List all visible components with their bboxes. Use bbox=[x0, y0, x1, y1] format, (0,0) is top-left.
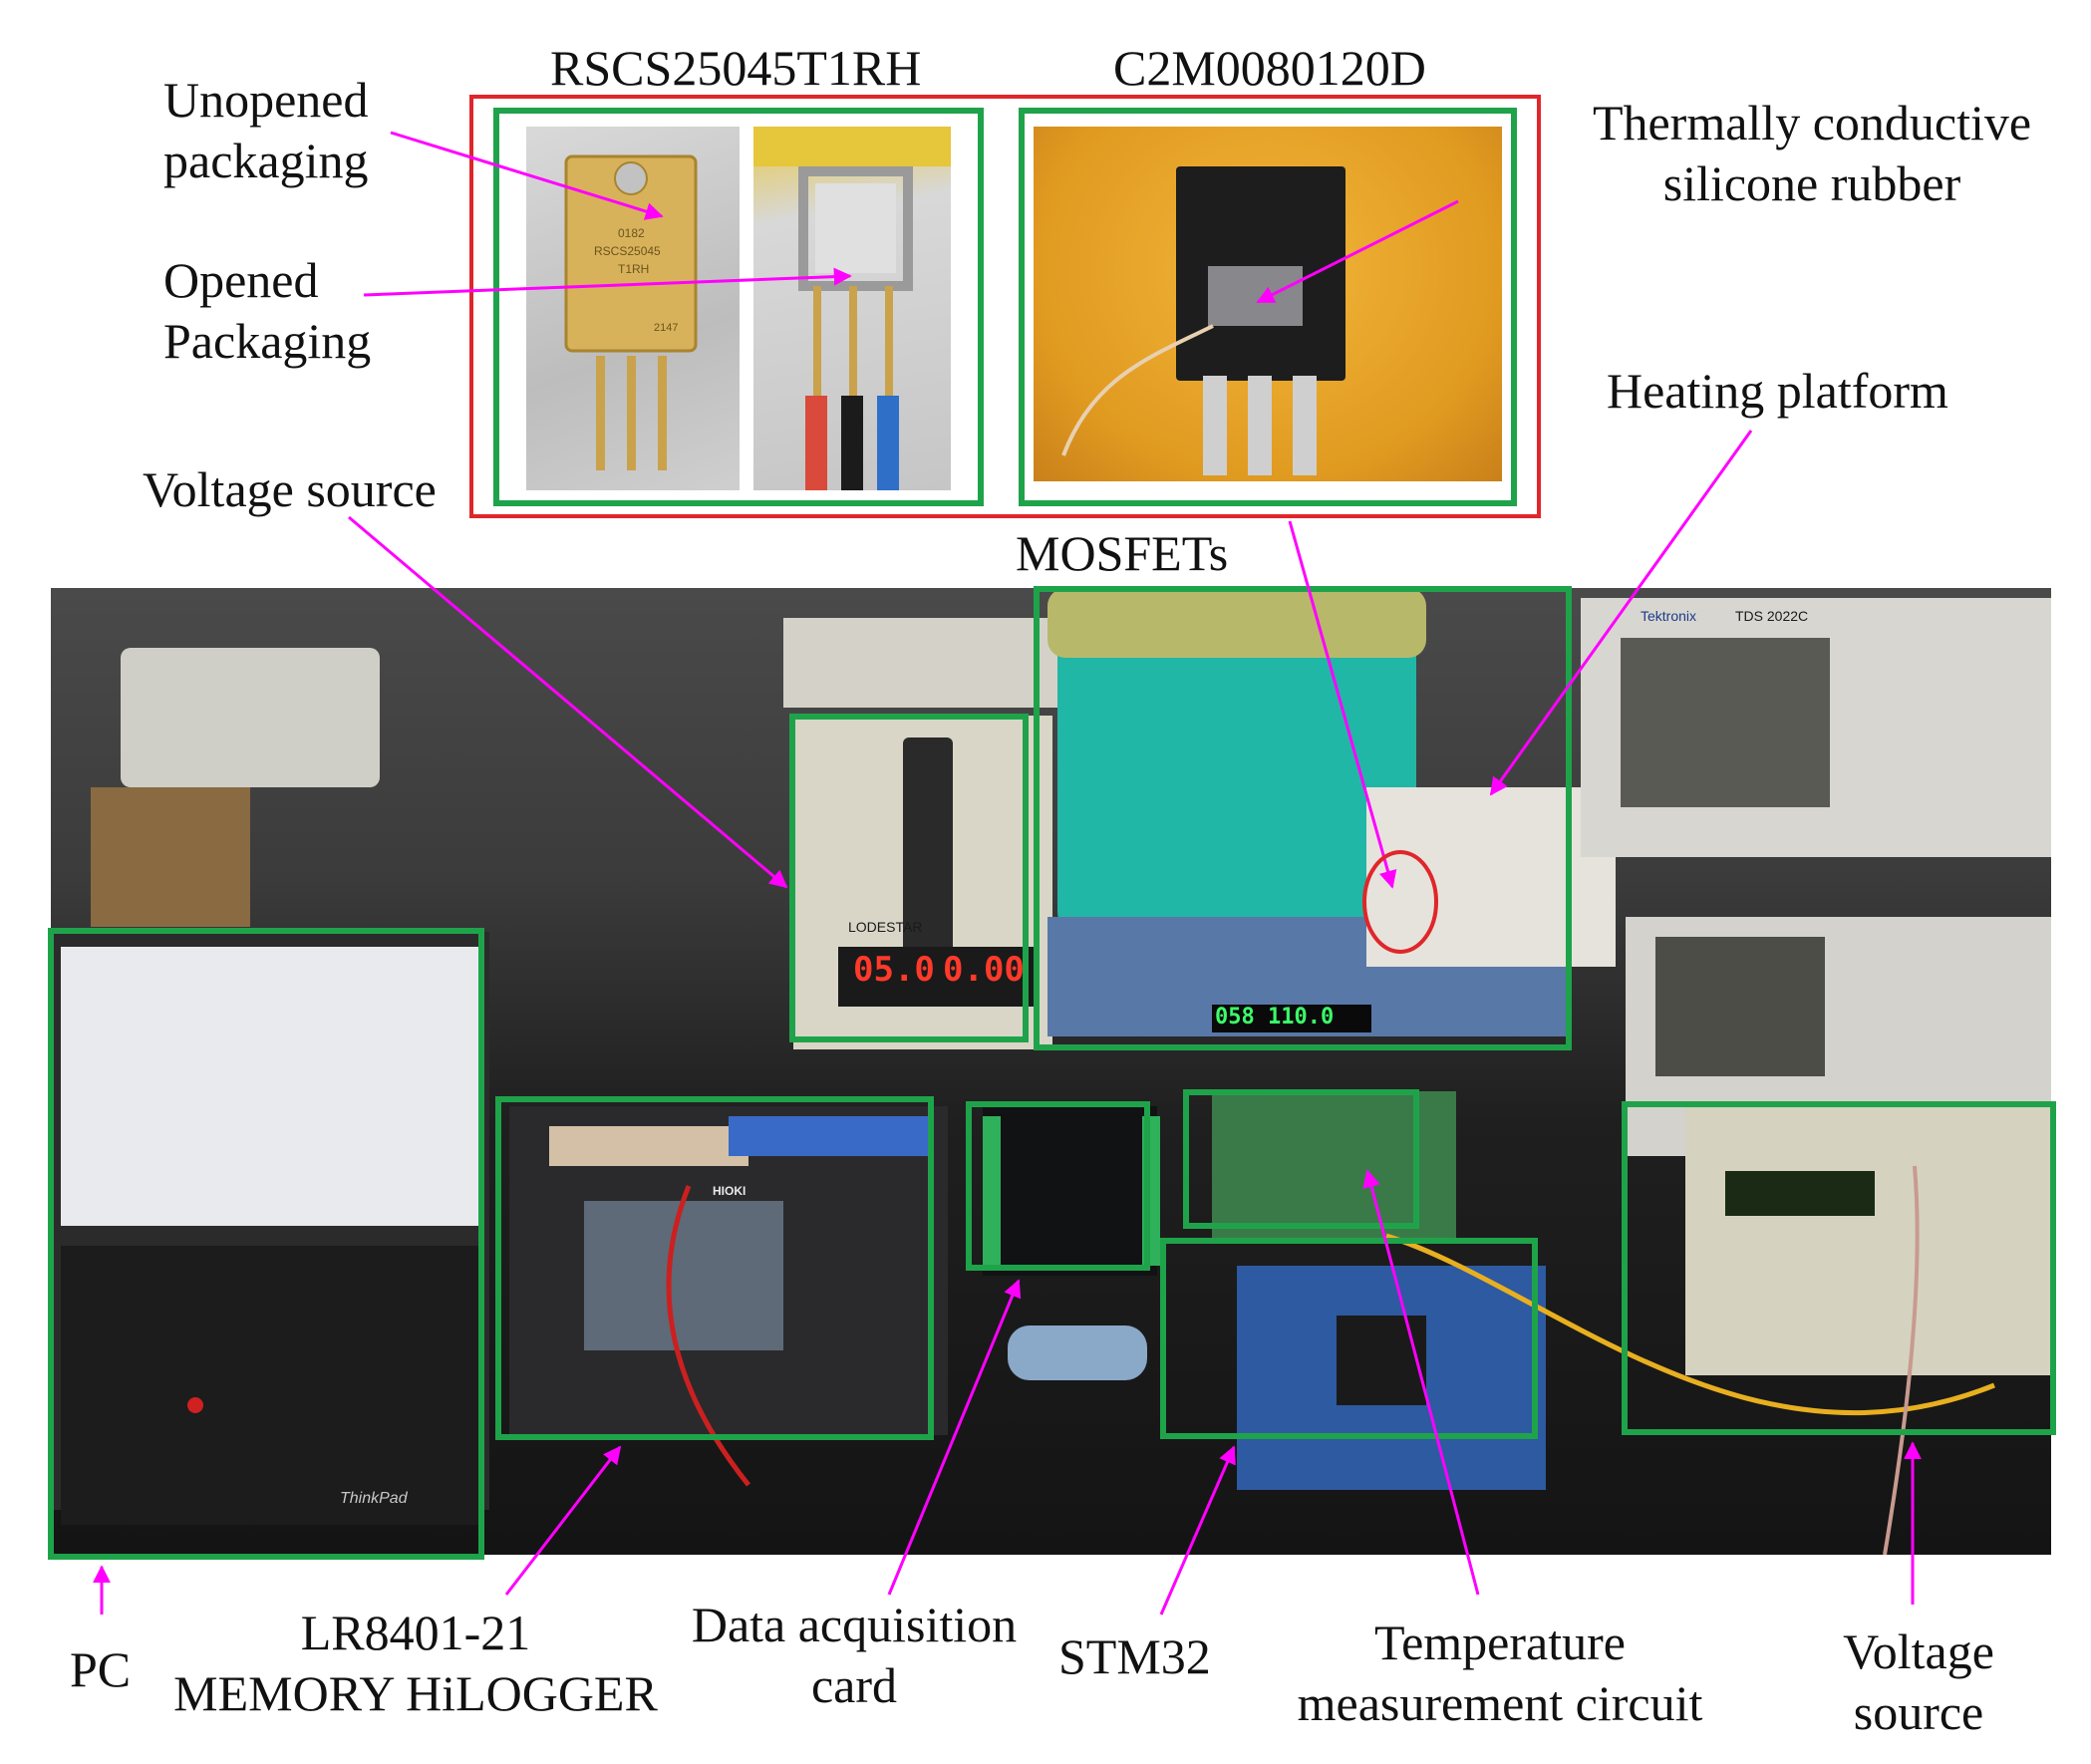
mosfets-frame bbox=[1034, 586, 1572, 1050]
chip-mark-4: 2147 bbox=[654, 322, 679, 334]
psu-brand-text: LODESTAR bbox=[848, 919, 923, 935]
mosfet-silicone-photo bbox=[1034, 127, 1502, 481]
arrow-heating bbox=[1489, 430, 1753, 796]
label-opened-packaging: Opened Packaging bbox=[163, 252, 372, 369]
label-heating-platform: Heating platform bbox=[1607, 363, 1948, 419]
label-voltage-source-top: Voltage source bbox=[143, 461, 437, 517]
label-c2m0080120d: C2M0080120D bbox=[1113, 40, 1426, 96]
chip-mark-2: RSCS25045 bbox=[594, 244, 661, 258]
stm32-frame bbox=[1160, 1238, 1538, 1439]
arrow-stm32 bbox=[1159, 1445, 1236, 1616]
arrow-mosfets bbox=[1288, 520, 1397, 889]
inset-red-frame bbox=[469, 95, 1541, 518]
logger-brand-text: HIOKI bbox=[713, 1184, 747, 1198]
psu-current-display: 0.00 bbox=[943, 950, 1025, 990]
label-voltage-source-bottom: Voltage source bbox=[1843, 1623, 1994, 1740]
scope-model-text: TDS 2022C bbox=[1735, 608, 1809, 624]
arrow-temp bbox=[1362, 1169, 1480, 1596]
arrow-daq bbox=[887, 1279, 1022, 1596]
scope-brand-text: Tektronix bbox=[1641, 608, 1697, 624]
arrow-hilogger bbox=[504, 1445, 622, 1596]
psu-voltage-display: 05.0 bbox=[853, 950, 935, 990]
arrow-opened bbox=[363, 267, 852, 297]
opened-package-photo bbox=[753, 127, 951, 490]
label-stm32: STM32 bbox=[1058, 1628, 1211, 1684]
arrow-unopened bbox=[390, 131, 664, 220]
label-pc: PC bbox=[70, 1641, 132, 1697]
chip-mark-3: T1RH bbox=[618, 262, 650, 276]
inset-rscs-frame bbox=[493, 108, 984, 506]
hilogger-frame bbox=[495, 1096, 934, 1440]
label-hilogger: LR8401-21 MEMORY HiLOGGER bbox=[173, 1605, 658, 1721]
voltage-source-top-frame bbox=[789, 714, 1029, 1042]
label-rscs25045t1rh: RSCS25045T1RH bbox=[550, 40, 922, 96]
label-mosfets: MOSFETs bbox=[1016, 525, 1229, 581]
arrow-voltage-top bbox=[348, 515, 788, 889]
label-thermally-conductive: Thermally conductive silicone rubber bbox=[1592, 95, 2032, 211]
label-temperature-circuit: Temperature measurement circuit bbox=[1297, 1615, 1703, 1731]
unopened-package-photo: 0182 RSCS25045 T1RH 2147 bbox=[526, 127, 740, 490]
pc-frame bbox=[48, 928, 484, 1560]
temp-circuit-frame bbox=[1183, 1089, 1419, 1229]
arrow-silicone bbox=[1256, 199, 1459, 304]
laptop-brand-text: ThinkPad bbox=[340, 1490, 408, 1507]
heater-display: 058 110.0 bbox=[1215, 1005, 1335, 1029]
mosfet-location-circle bbox=[1362, 850, 1438, 954]
chip-mark-1: 0182 bbox=[618, 226, 645, 240]
voltage-source-bottom-frame bbox=[1622, 1101, 2056, 1435]
daq-card-frame bbox=[966, 1101, 1150, 1271]
inset-c2m-frame bbox=[1019, 108, 1517, 506]
lab-setup-photo: LODESTAR 05.0 0.00 058 110.0 Tektronix T… bbox=[51, 588, 2051, 1555]
label-unopened-packaging: Unopened packaging bbox=[163, 72, 369, 188]
label-data-acquisition-card: Data acquisition card bbox=[691, 1597, 1018, 1713]
